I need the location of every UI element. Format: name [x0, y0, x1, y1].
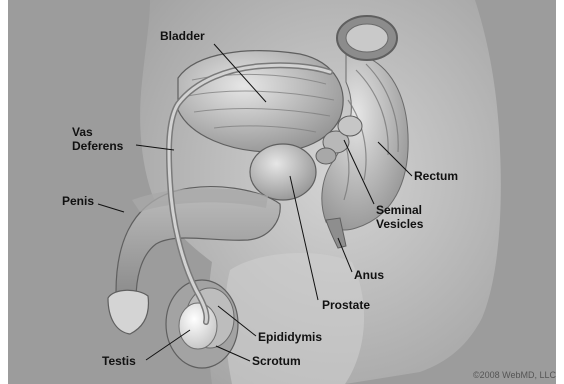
label-seminal-vesicles-line1: Seminal	[376, 203, 422, 217]
prostate	[250, 144, 316, 200]
label-testis: Testis	[102, 354, 136, 368]
label-vas-deferens-line1: Vas	[72, 125, 93, 139]
label-penis: Penis	[62, 194, 94, 208]
copyright-notice: ©2008 WebMD, LLC	[473, 370, 556, 380]
label-seminal-vesicles-line2: Vesicles	[376, 217, 423, 231]
label-rectum: Rectum	[414, 169, 458, 183]
label-scrotum: Scrotum	[252, 354, 301, 368]
label-anus: Anus	[354, 268, 384, 282]
label-epididymis: Epididymis	[258, 330, 322, 344]
testis	[179, 303, 217, 349]
label-vas-deferens-line2: Deferens	[72, 139, 123, 153]
rectum-lumen	[346, 24, 388, 52]
label-bladder: Bladder	[160, 29, 205, 43]
label-prostate: Prostate	[322, 298, 370, 312]
